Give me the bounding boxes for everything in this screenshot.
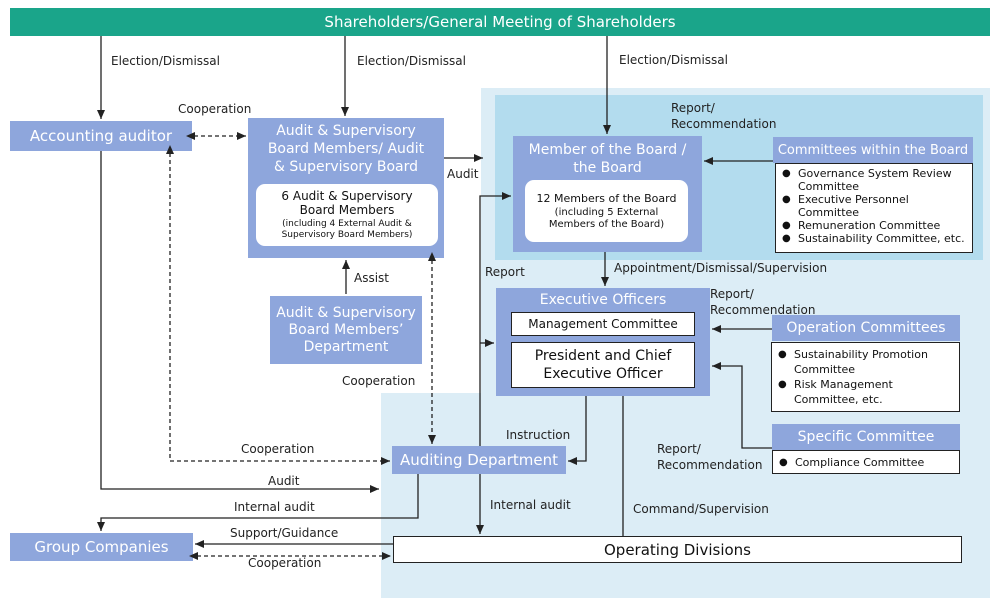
president-ceo-box: President and Chief Executive Officer (511, 342, 695, 388)
label-cooperation-bottom: Cooperation (248, 556, 322, 570)
auditing-department-node: Auditing Department (392, 446, 566, 474)
board-title: Member of the Board / the Board (528, 142, 687, 176)
list-item: Remuneration Committee (776, 219, 972, 232)
label-report-recommendation-low: Report/ Recommendation (657, 442, 763, 472)
list-item: Executive Personnel Committee (776, 193, 972, 219)
board-members-external: (including 5 External Members of the Boa… (548, 206, 665, 230)
operating-divisions-node: Operating Divisions (393, 536, 962, 563)
label-audit: Audit (447, 167, 479, 181)
list-item: Governance System Review Committee (776, 167, 972, 193)
specific-committee-title: Specific Committee (772, 424, 960, 450)
label-cooperation-left: Cooperation (241, 442, 315, 456)
list-item: Sustainability Promotion Committee (772, 347, 959, 377)
asb-members-external: (including 4 External Audit & Supervisor… (281, 219, 413, 240)
group-companies-node: Group Companies (10, 533, 193, 561)
label-election-2: Election/Dismissal (357, 54, 466, 68)
list-item: Risk Management Committee, etc. (772, 377, 959, 407)
label-report-recommendation-top: Report/ Recommendation (671, 101, 777, 131)
label-internal-audit-left: Internal audit (234, 500, 315, 514)
asb-department-node: Audit & Supervisory Board Members’ Depar… (270, 296, 422, 364)
list-item: Compliance Committee (773, 456, 959, 469)
committees-within-board-list: Governance System Review Committee Execu… (775, 163, 973, 253)
board-members-count: 12 Members of the Board (536, 191, 677, 205)
audit-supervisory-board-node: Audit & Supervisory Board Members/ Audit… (248, 118, 444, 258)
label-support-guidance: Support/Guidance (230, 526, 339, 540)
executive-officers-node: Executive Officers Management Committee … (496, 288, 710, 396)
asb-members-count: 6 Audit & Supervisory Board Members (281, 189, 413, 217)
label-internal-audit-right: Internal audit (490, 498, 571, 512)
board-node: Member of the Board / the Board 12 Membe… (513, 136, 702, 252)
label-audit-bottom: Audit (268, 474, 300, 488)
executive-officers-title: Executive Officers (539, 292, 667, 308)
operation-committees-title: Operation Committees (772, 315, 960, 341)
audit-zone (381, 393, 491, 598)
label-command-supervision: Command/Supervision (633, 502, 769, 516)
operation-committees-list: Sustainability Promotion Committee Risk … (771, 342, 960, 412)
specific-committee-list: Compliance Committee (772, 450, 960, 474)
label-appointment: Appointment/Dismissal/Supervision (614, 261, 828, 275)
management-committee-box: Management Committee (511, 312, 695, 336)
label-election-3: Election/Dismissal (619, 53, 728, 67)
label-election-1: Election/Dismissal (111, 54, 220, 68)
board-members-box: 12 Members of the Board (including 5 Ext… (525, 180, 688, 242)
label-report-left: Report (485, 265, 525, 279)
committees-within-board-title: Committees within the Board (773, 137, 973, 163)
label-cooperation-top: Cooperation (178, 102, 252, 116)
label-instruction: Instruction (506, 428, 571, 442)
label-report-recommendation-mid: Report/ Recommendation (710, 287, 816, 317)
accounting-auditor-node: Accounting auditor (10, 121, 192, 151)
list-item: Sustainability Committee, etc. (776, 232, 972, 245)
label-assist: Assist (354, 271, 390, 285)
asb-members-box: 6 Audit & Supervisory Board Members (inc… (256, 184, 438, 246)
label-cooperation-mid: Cooperation (342, 374, 416, 388)
asb-title: Audit & Supervisory Board Members/ Audit… (267, 123, 425, 175)
shareholders-header: Shareholders/General Meeting of Sharehol… (10, 8, 990, 36)
